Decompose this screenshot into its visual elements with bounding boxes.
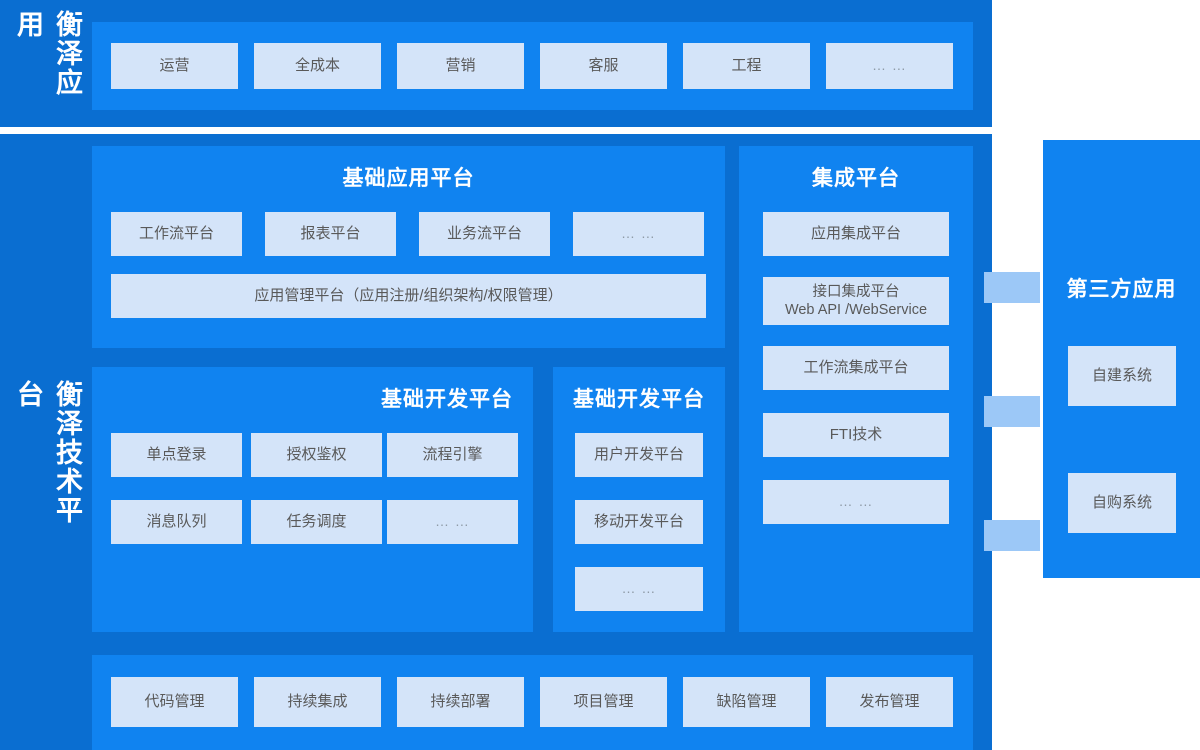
application-layer-vertical-label: 衡泽应用 — [13, 10, 82, 97]
devops-tile-project-management[interactable]: 项目管理 — [540, 677, 667, 727]
connector-block-middle — [984, 396, 1040, 427]
base-application-platform-title: 基础应用平台 — [342, 167, 475, 190]
devops-tile-code-management[interactable]: 代码管理 — [111, 677, 238, 727]
third-party-tile-self-built-system[interactable]: 自建系统 — [1068, 346, 1176, 406]
connector-block-bottom — [984, 520, 1040, 551]
integration-tile-more[interactable]: … … — [763, 480, 949, 524]
devops-tile-release-management[interactable]: 发布管理 — [826, 677, 953, 727]
app-tile-yingxiao[interactable]: 营销 — [397, 43, 524, 89]
base-dev-tile-message-queue[interactable]: 消息队列 — [111, 500, 242, 544]
integration-tile-api-integration[interactable]: 接口集成平台 Web API /WebService — [763, 277, 949, 325]
technology-layer-vertical-label: 衡泽技术平台 — [13, 380, 82, 525]
integration-platform-panel: 集成平台 应用集成平台 接口集成平台 Web API /WebService 工… — [739, 146, 973, 632]
integration-tile-workflow-integration[interactable]: 工作流集成平台 — [763, 346, 949, 390]
base-dev-tile-task-scheduling[interactable]: 任务调度 — [251, 500, 382, 544]
integration-tile-application-integration[interactable]: 应用集成平台 — [763, 212, 949, 256]
devops-tile-continuous-integration[interactable]: 持续集成 — [254, 677, 381, 727]
base-dev-tile-more[interactable]: … … — [387, 500, 518, 544]
base-dev-tile-authorization[interactable]: 授权鉴权 — [251, 433, 382, 477]
base-development-platform-left-panel: 基础开发平台 单点登录 授权鉴权 流程引擎 消息队列 任务调度 … … — [92, 367, 533, 632]
base-dev-right-tile-more[interactable]: … … — [575, 567, 703, 611]
connector-block-top — [984, 272, 1040, 303]
application-layer-panel: 运营 全成本 营销 客服 工程 … … — [92, 22, 973, 110]
devops-tile-continuous-deployment[interactable]: 持续部署 — [397, 677, 524, 727]
base-application-platform-panel: 基础应用平台 工作流平台 报表平台 业务流平台 … … 应用管理平台（应用注册/… — [92, 146, 725, 348]
base-app-tile-workflow[interactable]: 工作流平台 — [111, 212, 242, 256]
integration-platform-title: 集成平台 — [812, 167, 900, 190]
integration-tile-api-integration-line2: Web API /WebService — [784, 302, 928, 318]
devops-tile-defect-management[interactable]: 缺陷管理 — [683, 677, 810, 727]
app-tile-yunying[interactable]: 运营 — [111, 43, 238, 89]
third-party-applications-panel: 第三方应用 自建系统 自购系统 — [1043, 140, 1200, 578]
app-tile-gongcheng[interactable]: 工程 — [683, 43, 810, 89]
base-dev-right-tile-user-dev[interactable]: 用户开发平台 — [575, 433, 703, 477]
base-development-platform-right-title: 基础开发平台 — [573, 388, 705, 411]
integration-tile-fti[interactable]: FTI技术 — [763, 413, 949, 457]
base-app-tile-report[interactable]: 报表平台 — [265, 212, 396, 256]
third-party-tile-purchased-system[interactable]: 自购系统 — [1068, 473, 1176, 533]
base-app-tile-more[interactable]: … … — [573, 212, 704, 256]
base-dev-right-tile-mobile-dev[interactable]: 移动开发平台 — [575, 500, 703, 544]
app-tile-kefu[interactable]: 客服 — [540, 43, 667, 89]
base-dev-tile-process-engine[interactable]: 流程引擎 — [387, 433, 518, 477]
base-dev-tile-sso[interactable]: 单点登录 — [111, 433, 242, 477]
app-tile-quanchengben[interactable]: 全成本 — [254, 43, 381, 89]
app-tile-more[interactable]: … … — [826, 43, 953, 89]
base-development-platform-left-title: 基础开发平台 — [381, 388, 513, 411]
base-app-tile-bizflow[interactable]: 业务流平台 — [419, 212, 550, 256]
base-app-tile-application-management[interactable]: 应用管理平台（应用注册/组织架构/权限管理） — [111, 274, 706, 318]
integration-tile-api-integration-line1: 接口集成平台 — [812, 283, 900, 300]
base-development-platform-right-panel: 基础开发平台 用户开发平台 移动开发平台 … … — [553, 367, 725, 632]
devops-panel: 代码管理 持续集成 持续部署 项目管理 缺陷管理 发布管理 — [92, 655, 973, 750]
third-party-applications-title: 第三方应用 — [1066, 278, 1177, 301]
